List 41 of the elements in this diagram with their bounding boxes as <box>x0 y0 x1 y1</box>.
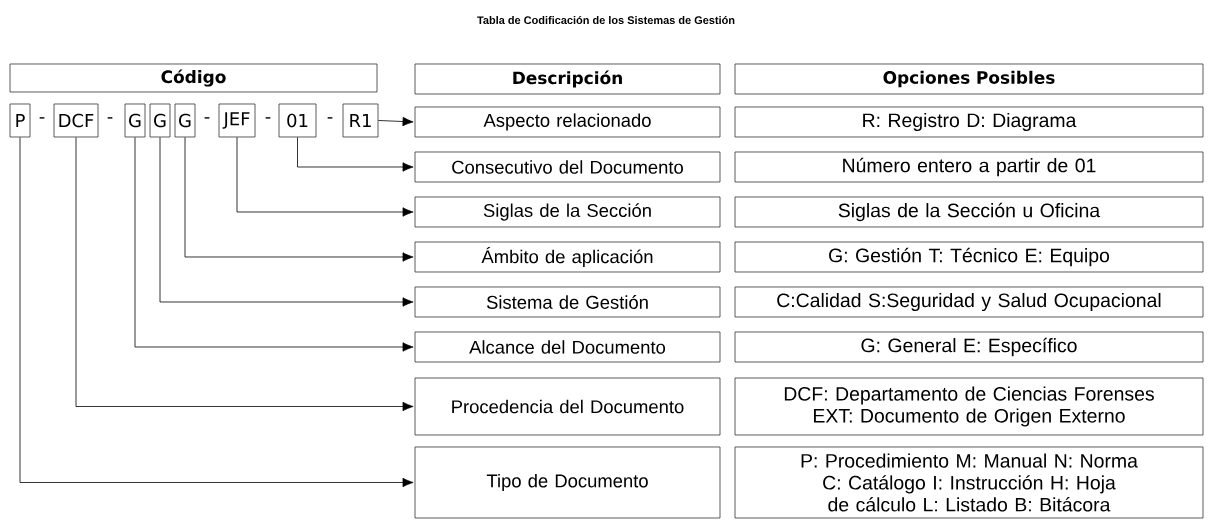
description-box: Ámbito de aplicación <box>414 241 721 273</box>
title: Tabla de Codificación de los Sistemas de Gestión <box>477 15 735 25</box>
description-box: Siglas de la Sección <box>414 196 721 228</box>
code-segment-box: G <box>149 103 171 138</box>
description-box: Aspecto relacionado <box>414 106 721 138</box>
code-segment-box: R1 <box>342 103 379 138</box>
column-header: Código <box>9 63 378 93</box>
column-header: Opciones Posibles <box>734 63 1204 95</box>
option-box: R: Registro D: Diagrama <box>734 106 1204 138</box>
description-box: Alcance del Documento <box>414 331 721 363</box>
description-box: Consecutivo del Documento <box>414 151 721 183</box>
code-segment-box: G <box>124 103 146 138</box>
arrow <box>159 137 414 307</box>
arrow <box>236 137 414 217</box>
arrow <box>19 137 414 488</box>
arrow <box>297 137 414 172</box>
option-box: G: General E: Específico <box>734 331 1204 363</box>
separator-dash: - <box>107 117 113 119</box>
description-box: Tipo de Documento <box>414 446 721 519</box>
arrow <box>75 137 414 412</box>
code-segment-box: P <box>9 103 31 138</box>
code-segment-box: DCF <box>53 103 99 138</box>
code-segment-box: JEF <box>218 103 256 138</box>
option-box: G: Gestión T: Técnico E: Equipo <box>734 241 1204 273</box>
option-box: Número entero a partir de 01 <box>734 151 1204 183</box>
separator-dash: - <box>327 117 333 119</box>
code-segment-box: 01 <box>278 103 317 138</box>
option-box: DCF: Departamento de Ciencias Forenses EXT: Documento de Origen Externo <box>734 377 1204 436</box>
column-header: Descripción <box>414 63 721 95</box>
option-box: C:Calidad S:Seguridad y Salud Ocupacional <box>734 286 1204 318</box>
description-box: Sistema de Gestión <box>414 286 721 318</box>
separator-dash: - <box>39 117 45 119</box>
arrow <box>134 137 414 352</box>
separator-dash: - <box>204 117 210 119</box>
option-box: Siglas de la Sección u Oficina <box>734 196 1204 228</box>
code-segment-box: G <box>174 103 196 138</box>
separator-dash: - <box>265 117 271 119</box>
arrow <box>378 116 414 127</box>
arrow <box>184 137 414 262</box>
description-box: Procedencia del Documento <box>414 377 721 436</box>
option-box: P: Procedimiento M: Manual N: Norma C: Catálogo I: Instrucción H: Hoja de cálculo L: Listado B: Bitácora <box>734 446 1204 519</box>
